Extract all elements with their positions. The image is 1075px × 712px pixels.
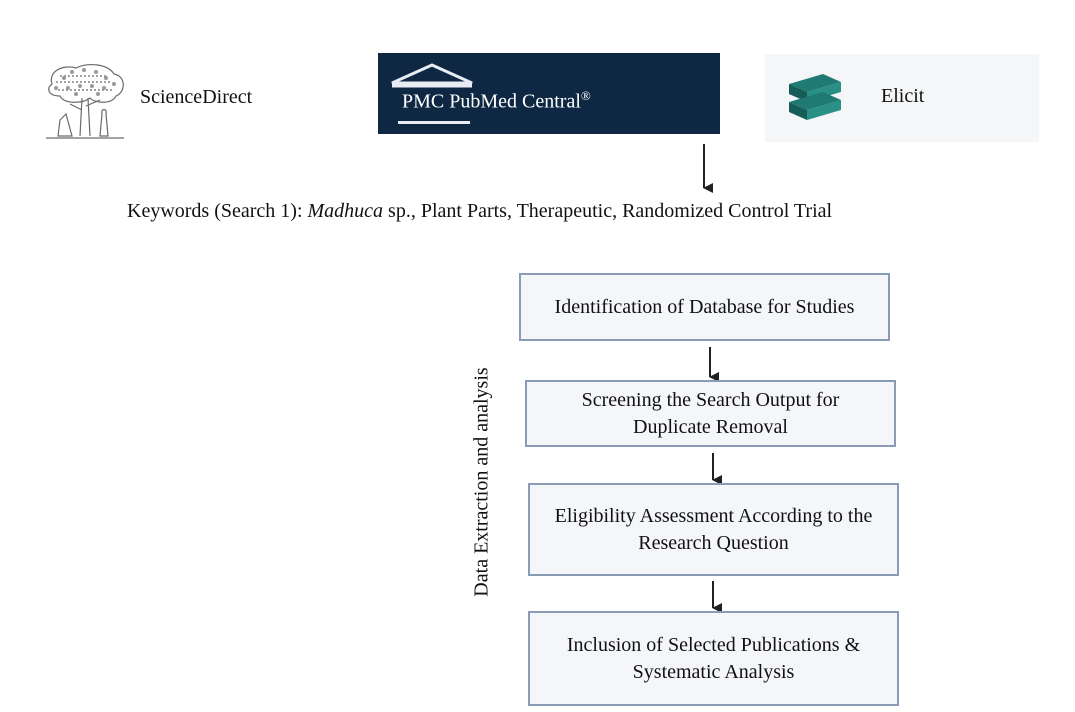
pmc-building-icon — [391, 63, 473, 88]
pmc-base-line — [398, 121, 470, 124]
side-label: Data Extraction and analysis — [470, 367, 493, 597]
elicit-logo-block: Elicit — [765, 54, 1039, 142]
elicit-books-icon — [789, 74, 841, 120]
pmc-label: PMC PubMed Central® — [402, 88, 591, 113]
elicit-label: Elicit — [881, 85, 925, 107]
elsevier-tree-icon — [46, 64, 124, 139]
sciencedirect-label: ScienceDirect — [140, 86, 253, 108]
step-identification: Identification of Database for Studies — [519, 273, 890, 341]
pmc-logo-block: PMC PubMed Central® — [378, 53, 720, 134]
step-screening: Screening the Search Output for Duplicat… — [525, 380, 896, 447]
step-inclusion: Inclusion of Selected Publications & Sys… — [528, 611, 899, 706]
step-eligibility: Eligibility Assessment According to the … — [528, 483, 899, 576]
keywords-line: Keywords (Search 1): Madhuca sp., Plant … — [127, 200, 833, 222]
